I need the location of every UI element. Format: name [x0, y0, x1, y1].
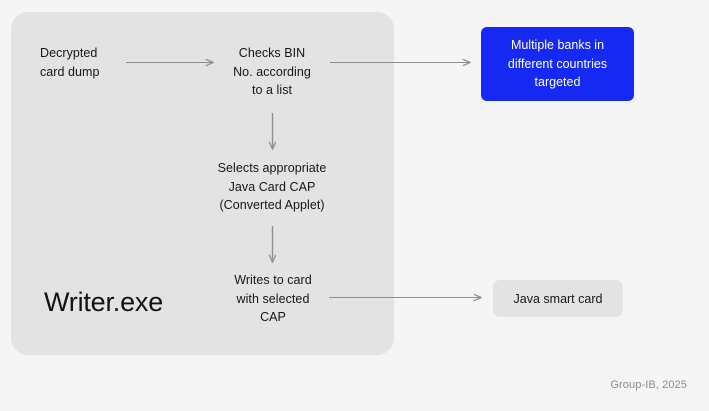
footer-credit: Group-IB, 2025 — [610, 379, 687, 391]
outcome-box-smart-card-label: Java smart card — [513, 291, 603, 306]
outcome-box-banks-label: Multiple banks in different countries ta… — [507, 38, 608, 90]
node-selects-java-card-cap: Selects appropriate Java Card CAP (Conve… — [217, 161, 327, 212]
outcome-box-banks-targeted: Multiple banks in different countries ta… — [481, 27, 634, 101]
outcome-box-java-smart-card: Java smart card — [493, 280, 623, 317]
node-writes-to-card: Writes to card with selected CAP — [234, 273, 312, 324]
panel-title-writer-exe: Writer.exe — [44, 287, 164, 317]
node-decrypted-card-dump: Decrypted card dump — [40, 46, 100, 79]
node-checks-bin: Checks BIN No. according to a list — [233, 46, 311, 97]
